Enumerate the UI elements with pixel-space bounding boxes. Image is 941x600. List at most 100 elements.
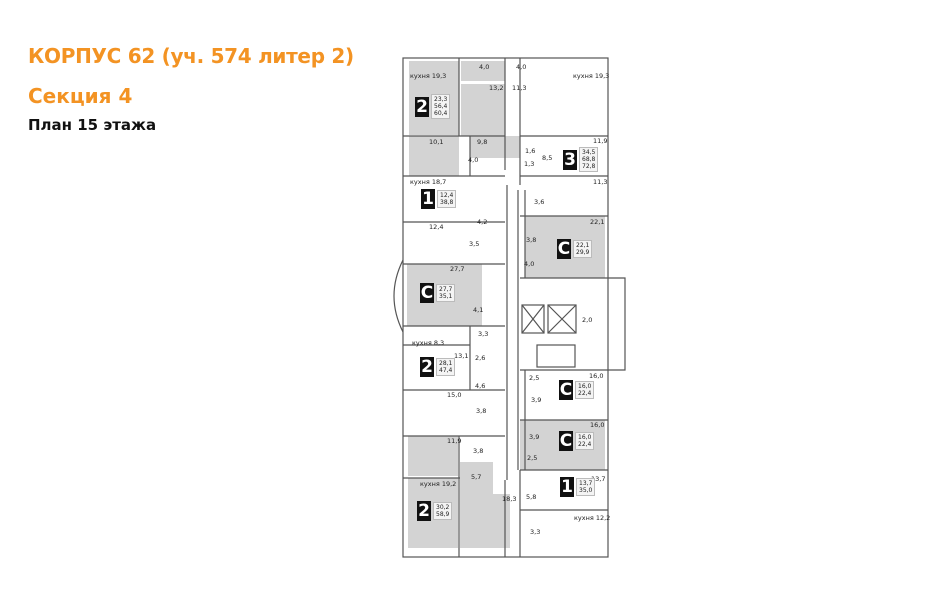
floor-title: План 15 этажа — [28, 116, 157, 134]
apartment-rooms-count: 2 — [420, 357, 434, 377]
area-value: 13,7 — [579, 480, 593, 487]
area-value: 38,8 — [440, 199, 454, 206]
room-area-label: 1,3 — [524, 160, 535, 168]
room-area-label: 3,8 — [526, 236, 537, 244]
room-area-label: 3,9 — [529, 433, 540, 441]
room-area-label: 3,8 — [473, 447, 484, 455]
room-area-label: 15,0 — [447, 391, 462, 399]
area-value: 58,9 — [436, 511, 450, 518]
apartment-rooms-count: 3 — [563, 149, 577, 170]
apartment-rooms-count: С — [559, 380, 573, 400]
apartment-rooms-count: 1 — [560, 477, 574, 497]
room-area-label: 4,1 — [473, 306, 484, 314]
room-area-label: 13,1 — [454, 352, 469, 360]
area-value: 28,1 — [439, 360, 453, 367]
room-area-label: кухня 19,3 — [573, 72, 610, 80]
room-area-label: 3,6 — [534, 198, 545, 206]
room-area-label: 2,0 — [582, 316, 593, 324]
area-value: 29,9 — [576, 249, 590, 256]
area-value: 34,5 — [582, 149, 596, 156]
area-value: 72,8 — [582, 163, 596, 170]
walls — [393, 57, 626, 558]
room-area-label: 3,9 — [531, 396, 542, 404]
room-area-label: 13,7 — [591, 475, 606, 483]
room-area-label: 4,0 — [479, 63, 490, 71]
area-value: 68,8 — [582, 156, 596, 163]
room-area-label: 4,0 — [468, 156, 479, 164]
room-area-label: 13,2 — [489, 84, 504, 92]
room-area-label: кухня 18,7 — [410, 178, 447, 186]
room-area-label: 18,3 — [502, 495, 517, 503]
building-title: КОРПУС 62 (уч. 574 литер 2) — [28, 44, 354, 68]
room-area-label: 12,4 — [429, 223, 444, 231]
room-area-label: 5,8 — [526, 493, 537, 501]
room-area-label: 11,9 — [447, 437, 462, 445]
area-value: 27,7 — [439, 286, 453, 293]
apartment-rooms-count: С — [557, 239, 571, 259]
area-value: 56,4 — [434, 103, 448, 110]
area-value: 35,1 — [439, 293, 453, 300]
apartment-rooms-count: 2 — [415, 96, 429, 117]
room-area-label: 2,5 — [527, 454, 538, 462]
room-area-label: кухня 12,2 — [574, 514, 611, 522]
room-area-label: кухня 19,2 — [420, 480, 457, 488]
room-area-label: 9,8 — [477, 138, 488, 146]
room-area-label: 4,0 — [516, 63, 527, 71]
area-value: 16,0 — [578, 434, 592, 441]
section-title: Секция 4 — [28, 84, 133, 108]
apartment-rooms-count: 2 — [417, 501, 431, 521]
room-area-label: 4,0 — [524, 260, 535, 268]
room-area-label: 8,5 — [542, 154, 553, 162]
room-area-label: 27,7 — [450, 265, 465, 273]
area-value: 22,1 — [576, 242, 590, 249]
room-area-label: 11,3 — [512, 84, 527, 92]
apartment-rooms-count: С — [559, 431, 573, 451]
room-area-label: 11,3 — [593, 178, 608, 186]
area-value: 16,0 — [578, 383, 592, 390]
room-area-label: 4,2 — [477, 218, 488, 226]
room-area-label: 2,6 — [475, 354, 486, 362]
room-area-label: 11,9 — [593, 137, 608, 145]
room-area-label: 10,1 — [429, 138, 444, 146]
room-area-label: 5,7 — [471, 473, 482, 481]
room-area-label: 4,6 — [475, 382, 486, 390]
room-area-label: кухня 8,3 — [412, 339, 445, 347]
room-area-label: 3,8 — [476, 407, 487, 415]
area-value: 35,0 — [579, 487, 593, 494]
room-area-label: 22,1 — [590, 218, 605, 226]
apartment-rooms-count: 1 — [421, 189, 435, 209]
room-area-label: 3,5 — [469, 240, 480, 248]
room-area-label: кухня 19,3 — [410, 72, 447, 80]
room-area-label: 1,6 — [525, 147, 536, 155]
room-area-label: 3,3 — [478, 330, 489, 338]
apartment-rooms-count: С — [420, 283, 434, 303]
area-value: 12,4 — [440, 192, 454, 199]
room-area-label: 16,0 — [589, 372, 604, 380]
area-value: 60,4 — [434, 110, 448, 117]
room-area-label: 2,5 — [529, 374, 540, 382]
area-value: 22,4 — [578, 441, 592, 448]
area-value: 23,3 — [434, 96, 448, 103]
